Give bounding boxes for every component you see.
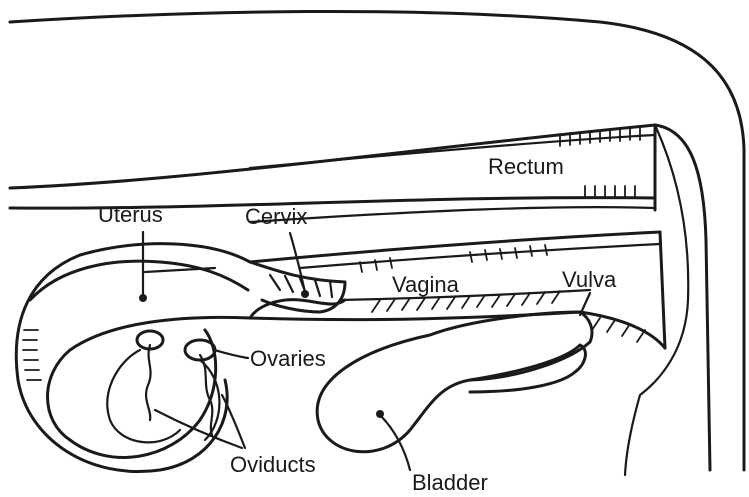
- bladder-urethra: [470, 345, 585, 392]
- label-vagina: Vagina: [392, 272, 460, 297]
- oviduct-left-coil: [146, 345, 151, 420]
- oviduct-left: [107, 350, 180, 442]
- vagina-end: [660, 232, 665, 348]
- uterus-leader-dot: [139, 294, 147, 302]
- rectum-lower-inner: [250, 207, 655, 222]
- label-cervix: Cervix: [245, 204, 307, 229]
- label-bladder: Bladder: [412, 470, 488, 495]
- tail-inner: [625, 125, 688, 475]
- label-uterus: Uterus: [98, 202, 163, 227]
- rectum-upper-inner: [250, 135, 655, 168]
- vagina-upper-inner: [300, 244, 660, 268]
- oviducts-leader-2: [222, 395, 245, 448]
- rectum-hatching: [560, 128, 640, 198]
- label-ovaries: Ovaries: [250, 346, 326, 371]
- label-rectum: Rectum: [488, 154, 564, 179]
- ovaries-leader: [214, 350, 248, 358]
- body-outline: [10, 11, 744, 470]
- cervix-leader: [290, 233, 305, 292]
- vagina-lower-inner: [340, 290, 590, 300]
- oviducts-leader-1: [155, 410, 242, 448]
- label-vulva: Vulva: [562, 267, 617, 292]
- vagina-lower-wall: [250, 312, 665, 348]
- uterus-hatching: [23, 330, 41, 380]
- cervix-leader-dot: [301, 290, 309, 298]
- label-oviducts: Oviducts: [230, 452, 316, 477]
- uterus-inner: [48, 317, 251, 440]
- bladder-leader-dot: [376, 410, 384, 418]
